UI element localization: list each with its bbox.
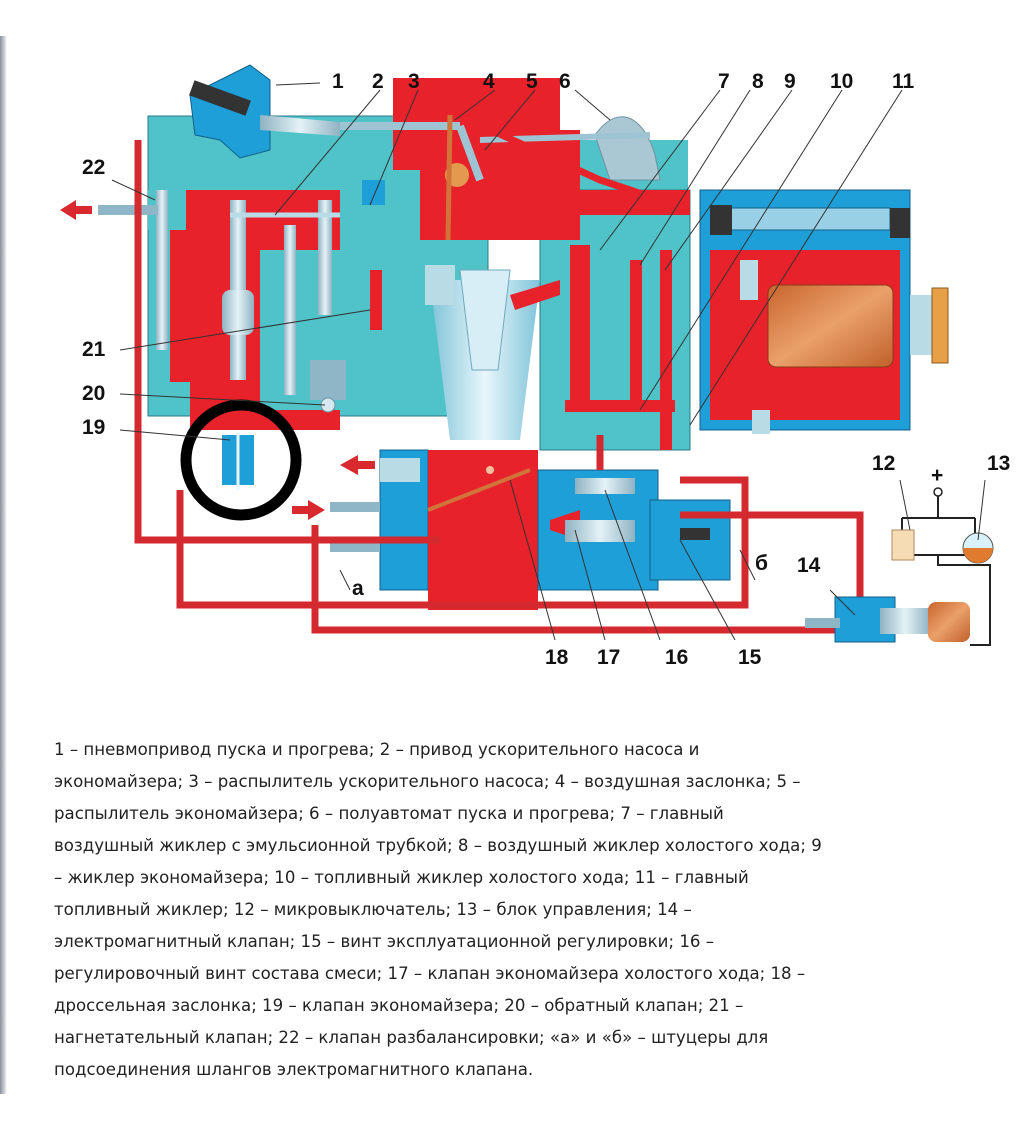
callout-16: 16 [665,646,688,669]
choke-and-starter [445,114,662,241]
callout-18: 18 [545,646,569,669]
callout-11: 11 [892,70,915,93]
caption-line: дроссельная заслонка; 19 – клапан эконом… [54,996,744,1015]
callout-7: 7 [718,70,730,93]
float-chamber [699,189,949,434]
microswitch-icon [891,529,915,561]
pneumatic-actuator [189,64,484,182]
callout-2: 2 [372,70,384,93]
callout-10: 10 [830,70,853,93]
callout-labels: 1 2 3 4 5 6 7 8 9 10 11 12 13 14 15 16 1… [82,70,1010,669]
callout-15: 15 [738,646,762,669]
caption-line: нагнетательный клапан; 22 – клапан разба… [54,1028,769,1047]
callout-a: а [352,577,364,600]
carburetor-schematic: 1 2 3 4 5 6 7 8 9 10 11 12 13 14 15 16 1… [60,64,1010,669]
caption-line: воздушный жиклер с эмульсионной трубкой;… [54,836,822,855]
legend-caption: 1 – пневмопривод пуска и прогрева; 2 – п… [54,734,1034,1086]
pump-rods [222,180,385,413]
callout-6: 6 [559,70,571,93]
highlight-ring-part-19 [180,399,302,521]
callout-13: 13 [987,452,1010,475]
caption-line: топливный жиклер; 12 – микровыключатель;… [54,900,692,919]
callout-4: 4 [483,70,495,93]
callout-8: 8 [752,70,764,93]
callout-1: 1 [332,70,344,93]
callout-12: 12 [872,452,895,475]
flow-arrow-right-icon [292,500,325,520]
throttle-body [292,449,731,610]
callout-b: б [755,552,768,575]
callout-17: 17 [597,646,620,669]
callout-19: 19 [82,416,105,439]
control-unit-icon [962,532,994,564]
unbalance-valve [60,190,186,350]
outlet-arrow-icon [60,200,92,220]
callout-plus: + [931,464,943,487]
flow-arrow-left-icon [340,455,375,475]
carburetor-diagram: 1 2 3 4 5 6 7 8 9 10 11 12 13 14 15 16 1… [40,40,1030,680]
caption-line: 1 – пневмопривод пуска и прогрева; 2 – п… [54,740,700,759]
callout-5: 5 [526,70,538,93]
caption-line: распылитель экономайзера; 6 – полуавтома… [54,804,724,823]
callout-14: 14 [797,554,821,577]
terminal-icon [933,487,943,497]
caption-line: подсоединения шлангов электромагнитного … [54,1060,534,1079]
caption-line: электромагнитный клапан; 15 – винт экспл… [54,932,715,951]
economizer-valve [222,432,254,490]
solenoid-valve [805,596,970,643]
leader-lines [111,82,986,641]
caption-line: – жиклер экономайзера; 10 – топливный жи… [54,868,749,887]
callout-21: 21 [82,338,106,361]
vacuum-hoses [134,140,864,634]
caption-line: регулировочный винт состава смеси; 17 – … [54,964,806,983]
callout-9: 9 [784,70,796,93]
callout-3: 3 [408,70,420,93]
left-border [0,36,7,1094]
callout-20: 20 [82,382,105,405]
caption-line: экономайзера; 3 – распылитель ускоритель… [54,772,801,791]
callout-22: 22 [82,156,105,179]
